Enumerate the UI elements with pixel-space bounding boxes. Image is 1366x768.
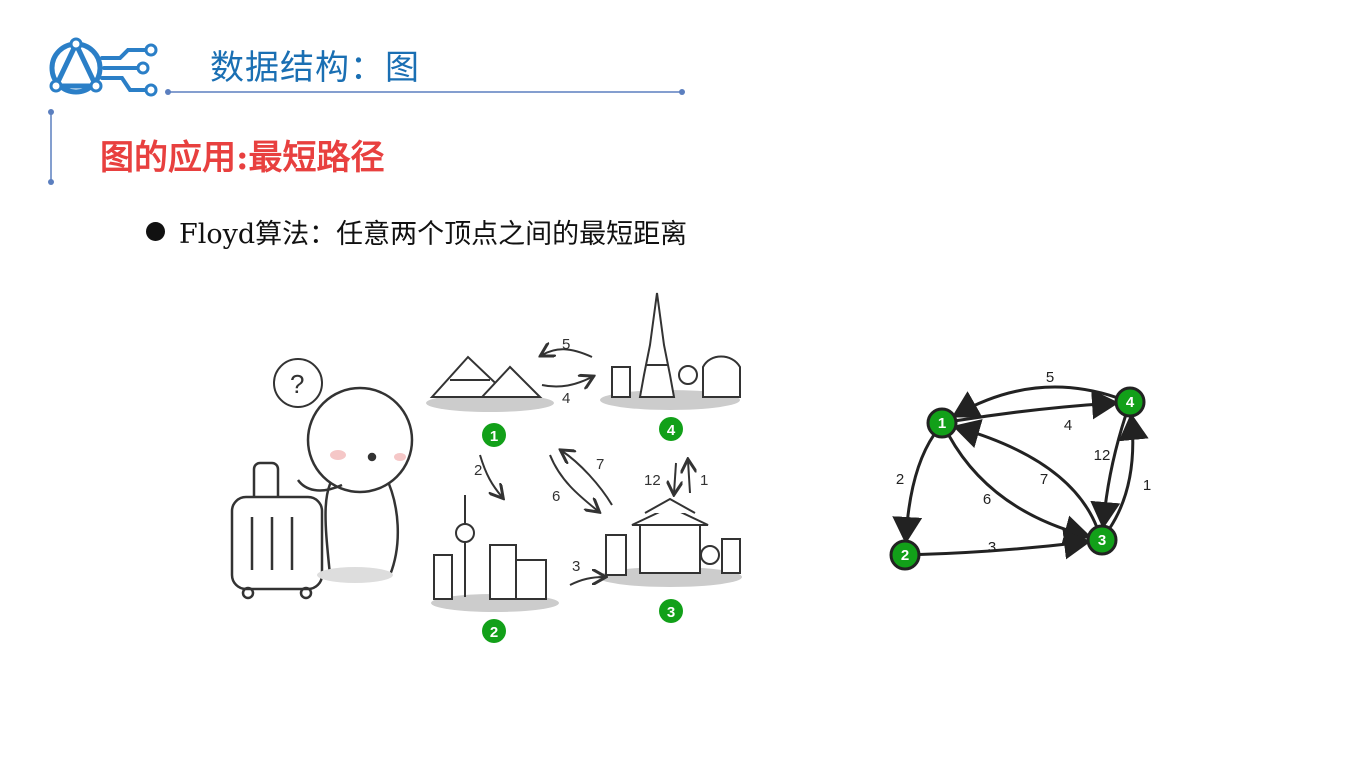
page-title: 数据结构：图 <box>210 40 420 89</box>
city-4-paris <box>600 293 740 410</box>
graph-node-label: 2 <box>901 547 909 564</box>
graph-edge-weight: 6 <box>983 491 991 508</box>
city-2-tower <box>431 495 559 612</box>
graph-edge-weight: 2 <box>896 471 904 488</box>
svg-text:3: 3 <box>667 604 675 621</box>
suitcase <box>232 463 322 598</box>
graph-edge-weight: 5 <box>1046 369 1054 386</box>
svg-text:6: 6 <box>552 488 560 505</box>
bullet-text: Floyd算法：任意两个顶点之间的最短距离 <box>179 212 687 251</box>
graph-edge-weight: 4 <box>1064 417 1072 434</box>
svg-text:5: 5 <box>562 336 570 353</box>
graph-node-label: 1 <box>938 415 946 432</box>
svg-text:4: 4 <box>562 390 570 407</box>
graph-edge-weight: 3 <box>988 539 996 556</box>
graph-edge-1-4 <box>956 403 1113 421</box>
svg-text:3: 3 <box>572 558 580 575</box>
svg-text:1: 1 <box>490 428 498 445</box>
svg-text:1: 1 <box>700 472 708 489</box>
graph-edge-1-2 <box>906 435 934 538</box>
question-mark: ? <box>290 369 304 399</box>
graph-edge-3-4 <box>1110 419 1133 528</box>
svg-text:2: 2 <box>474 462 482 479</box>
city-1-pyramids <box>426 357 554 412</box>
section-subtitle: 图的应用:最短路径 <box>100 130 385 179</box>
thought-bubble: ? <box>274 359 322 407</box>
svg-text:2: 2 <box>490 624 498 641</box>
graph-edge-2-3 <box>919 542 1085 555</box>
city-3-pagoda <box>598 499 742 587</box>
graph-edge-weight: 12 <box>1094 447 1111 464</box>
svg-text:12: 12 <box>644 472 661 489</box>
travel-illustration: ? <box>220 285 760 655</box>
graph-edge-weight: 1 <box>1143 477 1151 494</box>
svg-text:7: 7 <box>596 456 604 473</box>
graph-node-label: 3 <box>1098 532 1106 549</box>
bullet-item: Floyd算法：任意两个顶点之间的最短距离 <box>146 212 687 251</box>
bullet-dot-icon <box>146 222 165 241</box>
svg-text:4: 4 <box>667 422 676 439</box>
graph-edge-weight: 7 <box>1040 471 1048 488</box>
graph-node-label: 4 <box>1126 394 1135 411</box>
